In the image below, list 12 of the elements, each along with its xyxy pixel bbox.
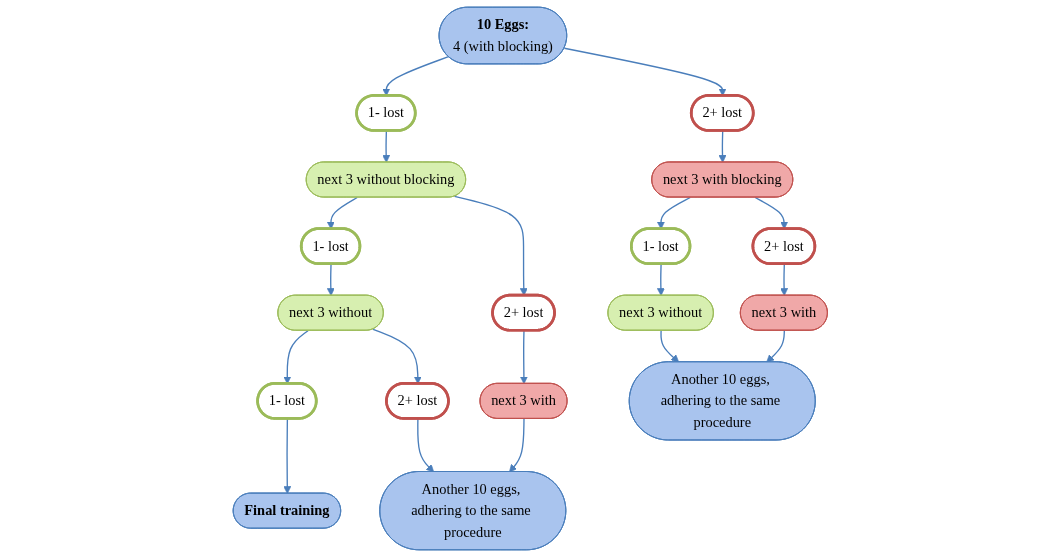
- arrow: [718, 130, 727, 163]
- arrow: [283, 418, 291, 494]
- arrow: [453, 195, 528, 296]
- arrow: [656, 263, 665, 296]
- arrow: [416, 418, 434, 473]
- arrow: [660, 330, 679, 363]
- arrow: [381, 130, 390, 163]
- arrow: [519, 330, 528, 385]
- arrow: [508, 418, 525, 473]
- arrow: [779, 263, 788, 296]
- arrow: [766, 330, 785, 363]
- arrow: [326, 263, 335, 296]
